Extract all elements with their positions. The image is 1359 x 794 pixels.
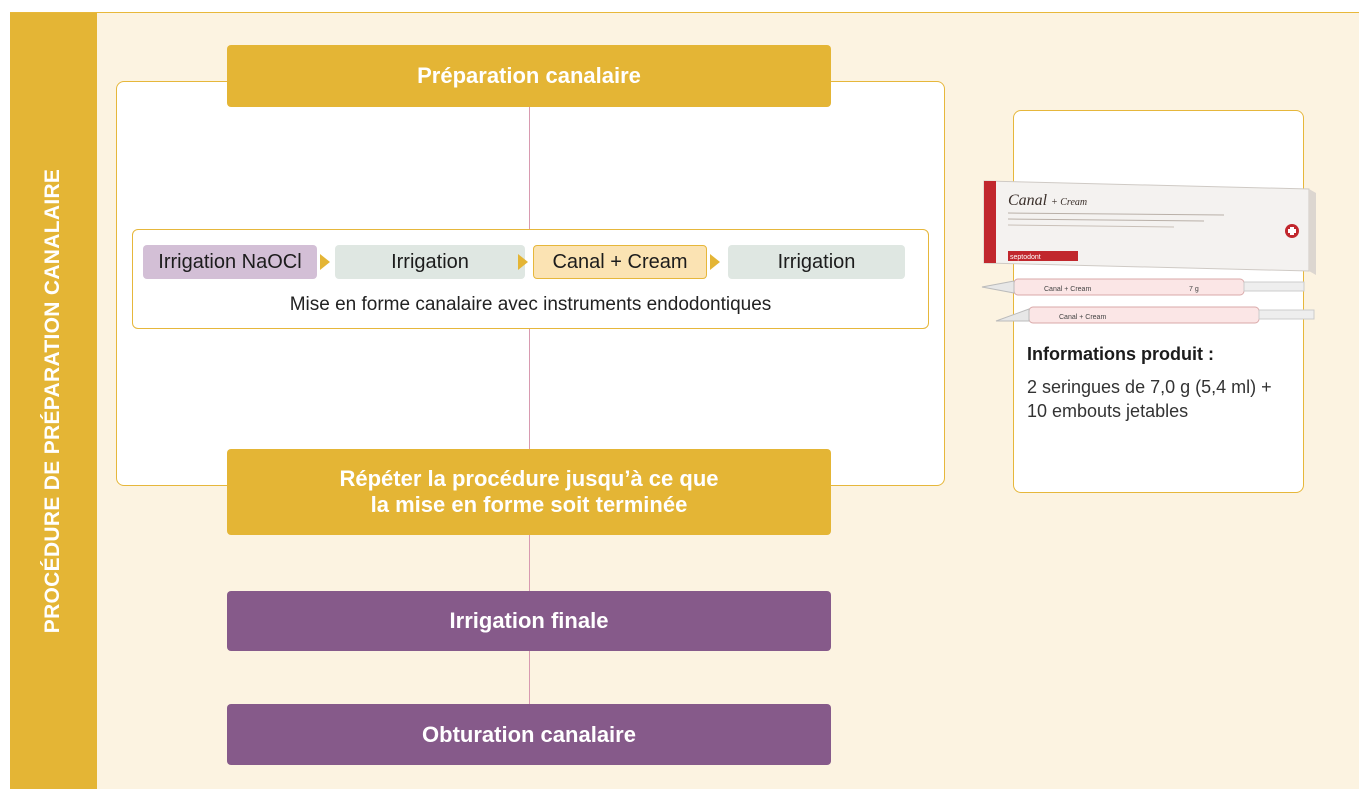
arrow-right-icon xyxy=(710,254,720,270)
connector-middle xyxy=(529,327,530,449)
chip-irrigation-naocl-label: Irrigation NaOCl xyxy=(158,250,302,273)
arrow-right-icon xyxy=(320,254,330,270)
box-brand: Canal xyxy=(1008,192,1048,209)
syringe-weight: 7 g xyxy=(1189,286,1199,293)
step-final-irrigation: Irrigation finale xyxy=(227,591,831,651)
product-info-text: 2 seringues de 7,0 g (5,4 ml) + 10 embou… xyxy=(1027,377,1272,421)
step-final-irrigation-label: Irrigation finale xyxy=(449,608,609,633)
sequence-caption: Mise en forme canalaire avec instruments… xyxy=(289,294,772,315)
connector-lower xyxy=(529,535,530,591)
chip-irrigation-1-label: Irrigation xyxy=(391,250,469,273)
product-image: Canal + Cream septodont Canal + Cream 7 … xyxy=(981,180,1316,324)
product-card: Canal + Cream septodont Canal + Cream 7 … xyxy=(981,110,1316,493)
chip-irrigation-1: Irrigation xyxy=(335,245,525,279)
procedure-panel: PROCÉDURE DE PRÉPARATION CANALAIRE Prépa… xyxy=(10,12,1359,789)
step-canal-preparation-label: Préparation canalaire xyxy=(417,63,641,88)
connector-top xyxy=(529,107,530,229)
chip-irrigation-naocl: Irrigation NaOCl xyxy=(143,245,317,279)
syringe-label-2: Canal + Cream xyxy=(1059,314,1106,321)
box-maker: septodont xyxy=(1010,254,1041,261)
chip-canal-cream: Canal + Cream xyxy=(533,245,707,279)
chip-canal-cream-label: Canal + Cream xyxy=(552,250,688,273)
chip-irrigation-2-label: Irrigation xyxy=(777,250,856,273)
connector-bottom xyxy=(529,651,530,704)
side-title: PROCÉDURE DE PRÉPARATION CANALAIRE xyxy=(41,168,64,634)
step-obturation-label: Obturation canalaire xyxy=(422,721,636,747)
box-name: + Cream xyxy=(1051,197,1087,208)
syringe-label: Canal + Cream xyxy=(1044,286,1091,293)
step-repeat-line2: la mise en forme soit terminée xyxy=(370,492,688,517)
step-repeat-line1: Répéter la procédure jusqu’à ce que xyxy=(339,466,719,491)
arrow-right-icon xyxy=(518,254,528,270)
product-info-title: Informations produit : xyxy=(1027,344,1214,364)
step-canal-preparation: Préparation canalaire xyxy=(227,45,831,107)
chip-irrigation-2: Irrigation xyxy=(728,245,905,279)
side-band: PROCÉDURE DE PRÉPARATION CANALAIRE xyxy=(10,13,97,789)
step-obturation: Obturation canalaire xyxy=(227,704,831,765)
step-repeat-procedure: Répéter la procédure jusqu’à ce que la m… xyxy=(227,449,831,535)
